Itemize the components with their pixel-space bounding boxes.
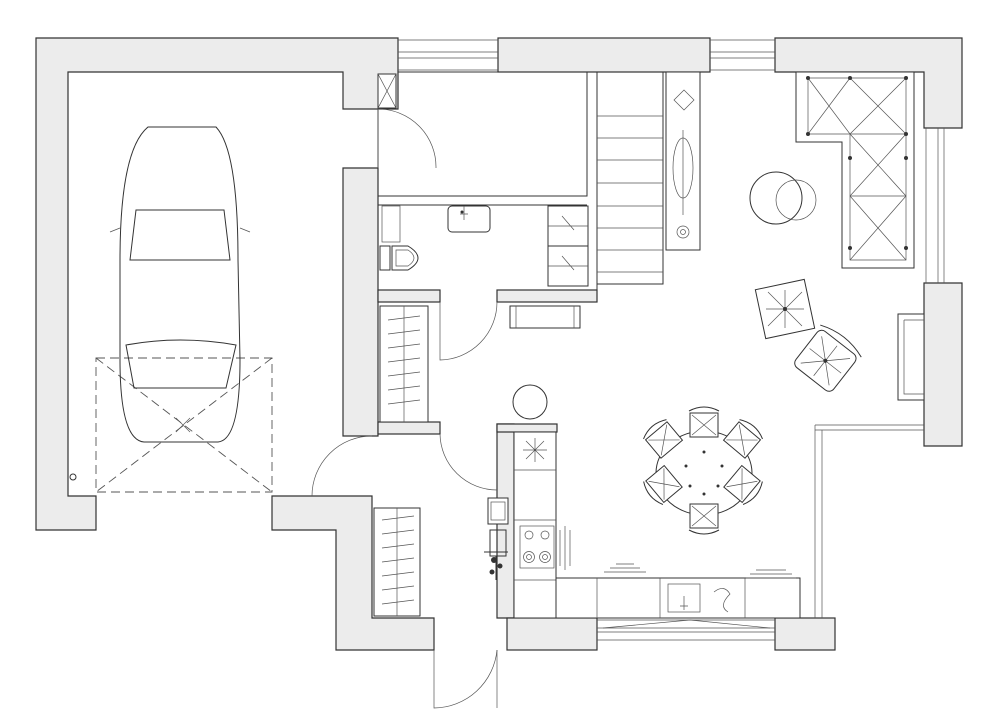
door-garage-hall [311,435,373,497]
garage [69,126,273,493]
walls [35,37,963,651]
kitchen [513,431,801,619]
dining-area [643,406,763,535]
hob [519,525,555,569]
sink [667,583,701,613]
door-utility [377,108,437,169]
doors [311,108,498,709]
shelving-units [547,205,589,287]
windows [398,39,945,641]
washbasin [447,205,491,233]
sofa [795,71,915,269]
living-room [749,71,925,401]
door-wc [439,301,498,361]
staircase [596,71,701,285]
east-wall [923,282,963,447]
hall-wall-west [342,167,379,437]
dishwasher-symbol [713,588,731,613]
wardrobe-hall [379,305,429,423]
south-wall-kitchen-left [506,617,598,651]
wc-wall-stub [377,289,441,303]
door-hall-kitchen [439,433,498,491]
door-entrance [433,649,498,709]
coffee-tables [749,171,817,225]
bench [509,305,581,329]
range-hood [523,438,547,462]
utility-box [377,73,397,109]
garage-switch [69,473,77,481]
garage-wall-west [35,37,399,531]
wardrobe-entrance [373,507,421,617]
hall-round-table [512,384,548,420]
car [109,126,251,443]
north-wall-middle [497,37,711,73]
kitchen-counter-vertical [513,431,557,619]
wardrobe-wall-base [377,421,441,435]
toilet [379,245,419,271]
boiler [484,497,509,580]
fireplace [897,313,925,401]
south-wall-kitchen-right [774,617,836,651]
dining-chairs [643,406,763,535]
kitchen-wall-top [496,423,558,433]
side-table [754,278,816,340]
wc-wall-stub-right [496,289,598,303]
north-wall-east [774,37,963,129]
armchair [794,324,862,392]
garage-door-overhead [95,357,273,493]
wc [379,205,589,287]
